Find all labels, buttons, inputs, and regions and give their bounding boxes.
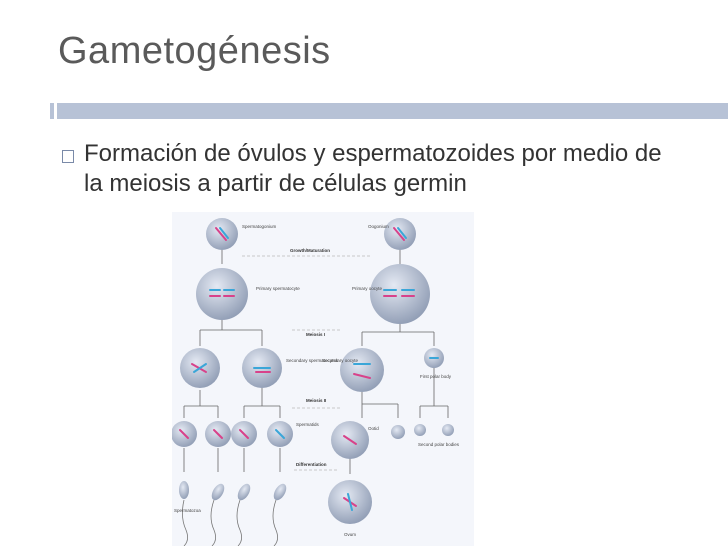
label-secondary-spermatocytes: Secondary spermatocytes <box>286 358 339 363</box>
label-differentiation: Differentiation <box>296 462 327 467</box>
label-second-polar-bodies: Second polar bodies <box>418 442 460 447</box>
label-ootid: Ootid <box>368 426 379 431</box>
label-first-polar-body: First polar body <box>420 374 452 379</box>
label-spermatids: Spermatids <box>296 422 320 427</box>
label-ovum: Ovum <box>344 532 356 537</box>
label-secondary-oocyte: Secondary oocyte <box>322 358 359 363</box>
label-oogonium: Oogonium <box>368 224 389 229</box>
bullet-text: Formación de óvulos y espermatozoides po… <box>84 140 662 197</box>
bullet-square-icon <box>62 150 74 163</box>
label-primary-spermatocyte: Primary spermatocyte <box>256 286 300 291</box>
gametogenesis-diagram: Spermatogonium Oogonium Growth/Maturatio… <box>172 212 474 546</box>
label-primary-oocyte: Primary oocyte <box>352 286 383 291</box>
slide-title: Gametogénesis <box>58 30 331 72</box>
label-spermatozoa: Spermatozoa <box>174 508 201 513</box>
label-meiosis-2: Meiosis II <box>306 398 326 403</box>
label-growth: Growth/Maturation <box>290 248 330 253</box>
label-meiosis-1: Meiosis I <box>306 332 325 337</box>
label-spermatogonium: Spermatogonium <box>242 224 277 229</box>
title-accent-bar <box>50 103 728 119</box>
